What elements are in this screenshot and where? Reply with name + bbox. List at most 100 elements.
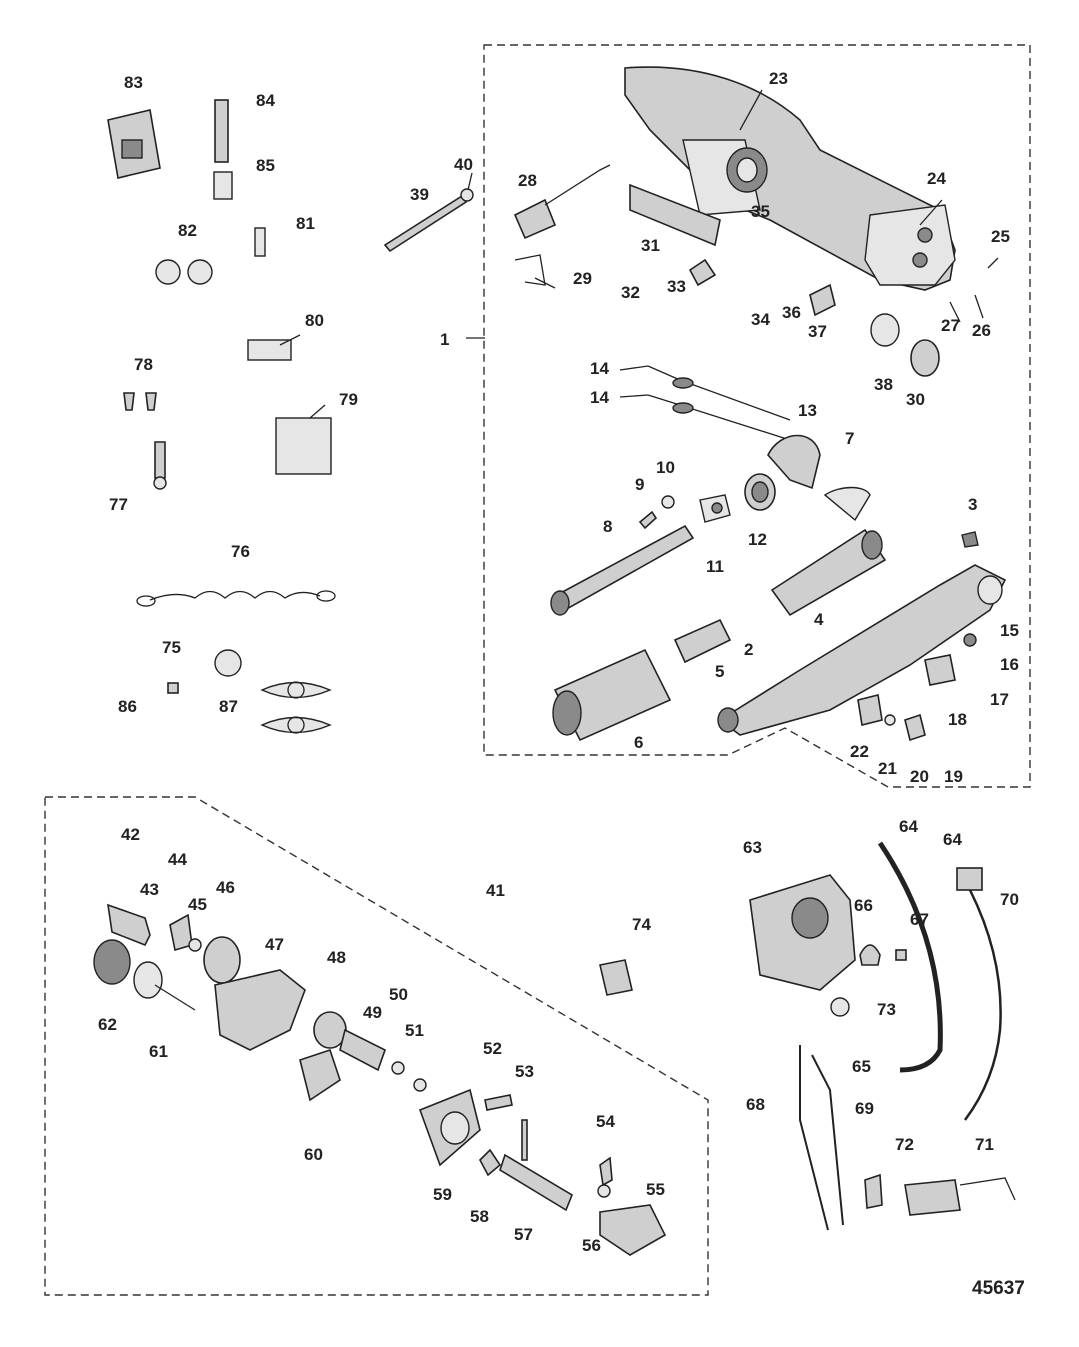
leader-lines	[279, 89, 999, 419]
throttle-grip-insert-4	[770, 528, 887, 617]
callout-32: 32	[621, 283, 640, 302]
tiller-handle-bracket	[624, 66, 956, 291]
callout-86: 86	[118, 697, 137, 716]
gaskets-87	[260, 681, 332, 734]
callout-87: 87	[219, 697, 238, 716]
callout-74: 74	[632, 915, 651, 934]
callout-labels: 1 2 3 4 5 6 7 8 9 10 11 12 13 14 14 15 1…	[98, 69, 1019, 1255]
callout-55: 55	[646, 1180, 665, 1199]
primer-bulb-66	[859, 944, 881, 966]
nut-73	[830, 997, 850, 1017]
callout-22: 22	[850, 742, 869, 761]
callout-15: 15	[1000, 621, 1019, 640]
tiller-arm-2	[717, 564, 1007, 736]
diagram-id: 45637	[972, 1278, 1025, 1299]
callout-83: 83	[124, 73, 143, 92]
harness-70	[956, 867, 1002, 1121]
callout-84: 84	[256, 91, 275, 110]
connector-74	[599, 959, 633, 996]
callout-42: 42	[121, 825, 140, 844]
ball-75	[214, 649, 242, 677]
decal-83	[107, 109, 161, 179]
callout-57: 57	[514, 1225, 533, 1244]
callout-46: 46	[216, 878, 235, 897]
callout-47: 47	[265, 935, 284, 954]
callout-20: 20	[910, 767, 929, 786]
carb-linkage-parts	[93, 903, 667, 1256]
carburetor-63	[749, 874, 856, 991]
callout-36: 36	[782, 303, 801, 322]
callout-44: 44	[168, 850, 187, 869]
cap-3	[961, 531, 979, 548]
callout-68: 68	[746, 1095, 765, 1114]
callout-4: 4	[814, 610, 824, 629]
callout-63: 63	[743, 838, 762, 857]
callout-64: 64	[943, 830, 962, 849]
callout-54: 54	[596, 1112, 615, 1131]
callout-30: 30	[906, 390, 925, 409]
callout-69: 69	[855, 1099, 874, 1118]
clip-86	[167, 682, 179, 694]
bearing-12	[744, 473, 776, 511]
pivot-bolt-39	[383, 188, 474, 253]
callout-45: 45	[188, 895, 207, 914]
shift-cable-clip	[688, 258, 717, 287]
clip-29	[514, 254, 546, 286]
cap-72	[864, 1173, 883, 1209]
callout-70: 70	[1000, 890, 1019, 909]
callout-8: 8	[603, 517, 612, 536]
terminal-77	[153, 441, 167, 490]
callout-33: 33	[667, 277, 686, 296]
screw-9	[638, 510, 658, 530]
callout-85: 85	[256, 156, 275, 175]
callout-49: 49	[363, 1003, 382, 1022]
callout-62: 62	[98, 1015, 117, 1034]
sleeve-85	[213, 171, 233, 200]
pin-84	[214, 99, 229, 163]
callout-7: 7	[845, 429, 854, 448]
link-rods-68-69	[799, 1045, 844, 1231]
callout-9: 9	[635, 475, 644, 494]
washer-10	[661, 495, 675, 509]
callout-28: 28	[518, 171, 537, 190]
callout-52: 52	[483, 1039, 502, 1058]
callout-3: 3	[968, 495, 977, 514]
callout-65a: 64	[899, 817, 918, 836]
callout-75: 75	[162, 638, 181, 657]
callout-77: 77	[109, 495, 128, 514]
callout-21: 21	[878, 759, 897, 778]
callout-56: 56	[582, 1236, 601, 1255]
callout-29: 29	[573, 269, 592, 288]
callout-17: 17	[990, 690, 1009, 709]
callout-1: 1	[440, 330, 449, 349]
callout-40: 40	[454, 155, 473, 174]
callout-23: 23	[769, 69, 788, 88]
callout-16: 16	[1000, 655, 1019, 674]
callout-53: 53	[515, 1062, 534, 1081]
throttle-cable-14-lower	[647, 394, 791, 441]
switch-71	[904, 1177, 1016, 1216]
lanyard-76	[136, 590, 336, 607]
callout-35: 35	[751, 202, 770, 221]
assembly-1-outline	[483, 44, 1031, 788]
callout-59: 59	[433, 1185, 452, 1204]
callout-66: 66	[854, 896, 873, 915]
callout-34: 34	[751, 310, 770, 329]
decal-79	[275, 417, 332, 475]
callout-80: 80	[305, 311, 324, 330]
callout-61: 61	[149, 1042, 168, 1061]
callout-48: 48	[327, 948, 346, 967]
callout-19: 19	[944, 767, 963, 786]
callout-82: 82	[178, 221, 197, 240]
nuts-82	[155, 259, 213, 285]
callout-5: 5	[715, 662, 724, 681]
callout-67: 67	[910, 910, 929, 929]
callout-73: 73	[877, 1000, 896, 1019]
callout-65b: 65	[852, 1057, 871, 1076]
cover-31	[629, 183, 721, 247]
callout-38: 38	[874, 375, 893, 394]
callout-50: 50	[389, 985, 408, 1004]
throttle-cable-14-upper	[647, 365, 791, 421]
callout-6: 6	[634, 733, 643, 752]
